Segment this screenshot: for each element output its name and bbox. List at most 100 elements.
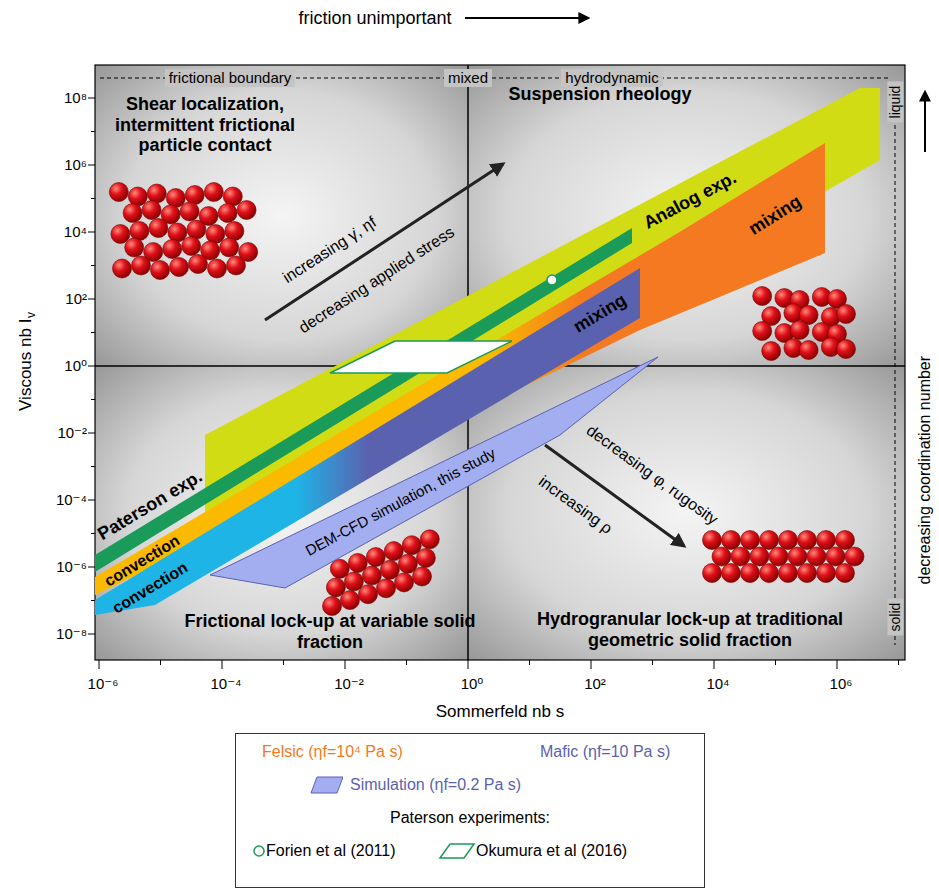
particle (384, 542, 403, 561)
particle (227, 256, 246, 275)
tick (529, 660, 530, 665)
particle (151, 261, 170, 280)
particle (712, 547, 731, 566)
annotation: Viscous nb I (16, 319, 36, 411)
swatch-shape (254, 846, 264, 856)
particle (237, 201, 256, 220)
tick (91, 466, 95, 467)
tick-label: 10⁴ (706, 675, 729, 692)
quadrant (468, 366, 905, 660)
tick (222, 660, 223, 669)
particle (225, 222, 244, 241)
tick (591, 660, 592, 669)
band-shape (95, 143, 825, 595)
forien-point (547, 275, 557, 285)
legend-colored-entry: Felsic (ηf=10⁴ Pa s) (262, 743, 403, 761)
particle (817, 564, 836, 583)
particle (348, 553, 367, 572)
tick (91, 131, 95, 132)
particle (798, 531, 817, 550)
particle (109, 183, 128, 202)
regime-band: convectionmixing (95, 268, 640, 615)
regime-band: convectionmixing (95, 143, 825, 595)
tick-label: 10⁻⁶ (56, 558, 87, 575)
particle (182, 237, 201, 256)
particle (130, 222, 149, 241)
particle (826, 547, 845, 566)
regime-title: Suspension rheology (508, 84, 691, 105)
particle (722, 531, 741, 550)
particle (206, 225, 225, 244)
okumura-region (330, 341, 512, 373)
particle (204, 183, 223, 202)
particle (741, 564, 760, 583)
tick (160, 660, 161, 665)
tick (88, 165, 95, 166)
particle (218, 204, 237, 223)
tick-label: 10⁰ (461, 675, 484, 692)
tick (88, 232, 95, 233)
swatch-shape (311, 777, 343, 793)
direction-arrow (465, 17, 588, 19)
tick (714, 660, 715, 669)
particle (189, 255, 208, 274)
tick (283, 660, 284, 665)
legend-text: Okumura et al (2016) (476, 842, 627, 859)
tick-label: 10² (584, 675, 606, 692)
particle (113, 259, 132, 278)
tick (91, 600, 95, 601)
tick-label: 10⁴ (64, 223, 87, 240)
particle (166, 189, 185, 208)
annotation: decreasing coordination number (916, 356, 934, 585)
tick (88, 98, 95, 99)
legend-entry: Forien et al (2011) (266, 842, 396, 860)
particle (753, 287, 772, 306)
particle (220, 238, 239, 257)
particle (790, 321, 809, 340)
particle (128, 187, 147, 206)
particle (703, 531, 722, 550)
particle (168, 223, 187, 242)
tick-label: 10⁰ (64, 357, 87, 374)
particle (132, 256, 151, 275)
annotation: liquid (887, 82, 903, 123)
particle (163, 240, 182, 259)
particle (326, 578, 345, 597)
tick-label: 10⁻² (57, 424, 87, 441)
tick (99, 660, 100, 669)
annotation: Sommerfeld nb s (436, 702, 565, 722)
particle (111, 225, 130, 244)
tick (91, 198, 95, 199)
annotation: friction unimportant (298, 8, 451, 29)
tick-label: 10² (65, 290, 87, 307)
axis-subscript: v (25, 312, 39, 318)
particle (420, 530, 439, 549)
particle (836, 564, 855, 583)
tick (88, 366, 95, 367)
particle (837, 340, 856, 359)
axis-ticks (88, 98, 899, 669)
particle (798, 564, 817, 583)
annotation: mixed (444, 69, 492, 86)
tick-label: 10⁶ (64, 156, 87, 173)
tick (898, 660, 899, 665)
particle (750, 547, 769, 566)
particle (142, 201, 161, 220)
tick (91, 399, 95, 400)
particle (366, 548, 385, 567)
swatch-shape (440, 844, 474, 858)
band-fill (95, 143, 825, 595)
annotation: frictional boundary (165, 69, 296, 86)
particle (402, 536, 421, 555)
particle (149, 219, 168, 238)
tick (91, 533, 95, 534)
particle (837, 305, 856, 324)
legend-text: Simulation (ηf=0.2 Pa s) (350, 776, 521, 793)
legend-swatch (253, 839, 267, 863)
regime-title: Frictional lock-up at variable solid fra… (180, 611, 480, 652)
tick (652, 660, 653, 665)
particle (180, 202, 199, 221)
regime-title: Shear localization, intermittent frictio… (93, 94, 318, 156)
legend-text: Mafic (ηf=10 Pa s) (540, 743, 670, 760)
particle (147, 184, 166, 203)
